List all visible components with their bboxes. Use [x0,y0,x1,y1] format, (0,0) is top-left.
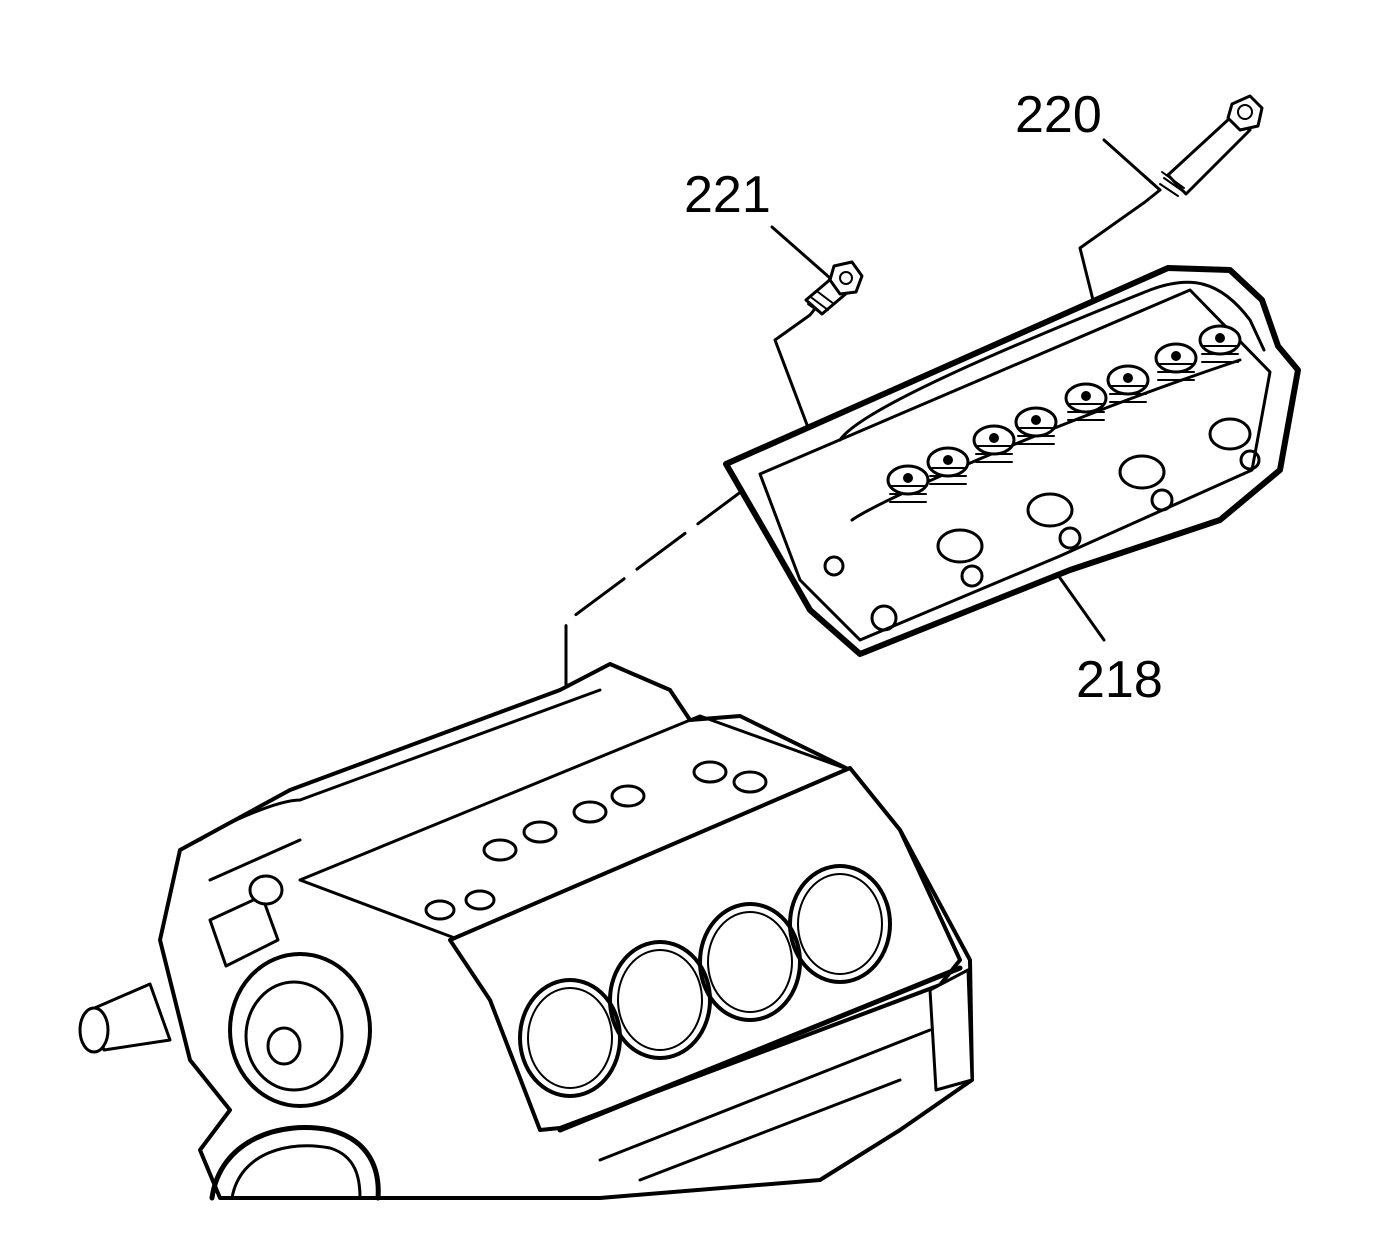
cylinder-bores [518,864,892,1098]
callout-label-218: 218 [1076,651,1163,709]
callout-labels: 220 221 218 [684,86,1163,709]
thermostat-outlet [78,982,172,1054]
leader-221 [770,225,832,440]
water-pump-pulley [228,952,372,1108]
valve-springs [886,324,1242,503]
lifter-bores [424,760,768,921]
head-bolt-bosses [823,449,1261,632]
leader-218 [1058,576,1106,642]
crank-pulley [209,1125,381,1201]
callout-label-220: 220 [1015,86,1102,144]
leader-220 [1078,138,1162,394]
intake-ports [936,417,1252,564]
callout-label-221: 221 [684,166,771,224]
bolt-220-icon [1159,94,1264,197]
bolt-221-icon [804,260,864,316]
heater-outlet [208,874,284,968]
engine-block [78,662,974,1201]
cylinder-head-218 [723,265,1301,657]
